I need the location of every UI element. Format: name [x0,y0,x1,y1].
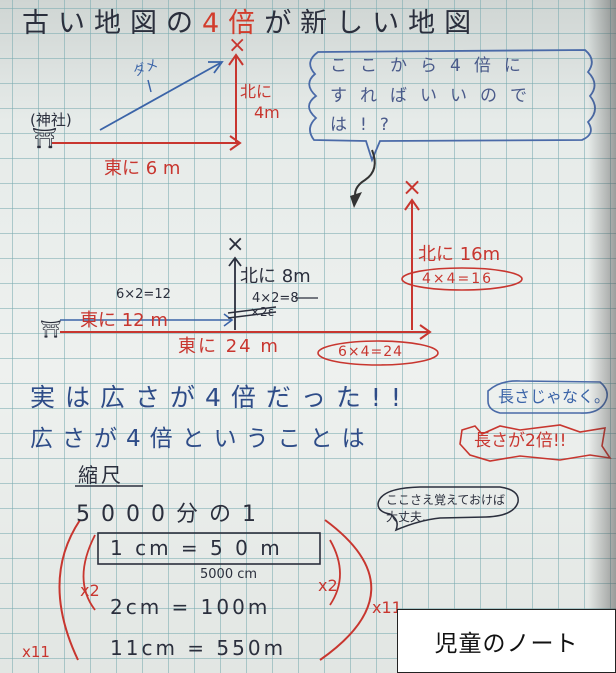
east-24-label: 東に 24 m [178,336,280,357]
shrine-label: (神社) [30,111,72,129]
old-target-mark: × [228,33,247,58]
old-north-label: 北に [240,82,273,101]
diagonal-arrow [99,61,223,131]
old-east-arrowhead [229,135,242,151]
strike-line-1 [227,306,277,314]
strike-line-2 [227,311,277,319]
conclusion-line-2: 広さが4倍ということは [30,426,374,452]
speech-bubble [308,49,596,163]
north-8-calc: 4×2=8 [252,291,299,306]
caption-text: 児童のノート [434,631,579,657]
shrine-icon: ⛩ [32,126,58,150]
right-bracket-outer [319,519,373,661]
bubble-line-3: は!? [330,115,402,135]
right-bracket-inner [329,539,341,606]
curly-arrow [354,149,376,201]
circle-24 [317,340,439,366]
new-shrine-icon: ⛩ [40,320,62,340]
x2-right: x2 [318,576,338,595]
conclusion-line-1: 実は広さが4倍だった!! [30,383,411,412]
north-8-arrowhead [228,256,242,267]
diagonal-arrowhead [208,61,224,74]
note-bubble-2 [459,424,612,462]
page-title: 古い地図の4倍が新しい地図 [22,8,481,39]
scale-row-2: 2cm = 100m [110,595,271,619]
memo-bubble [377,486,519,532]
x11-right: x11 [372,598,402,617]
left-bracket-outer [58,519,81,661]
memo-text: ここさえ覚えておけば大丈夫. [386,493,506,524]
scale-heading: 縮尺 [78,463,124,487]
east-12-arrowhead [223,313,234,327]
conclusion-note-2: 長さが2倍!! [474,431,567,451]
east-24-calc: 6×4=24 [338,344,404,360]
new-east-arrowhead [419,324,432,340]
scale-row-3: 11cm = 550m [110,636,287,660]
note-bubble-1 [487,380,608,414]
diagonal-pointer [147,79,152,93]
scale-ratio: 5000分の1 [76,502,267,527]
north-8-struck: ×2ε [250,305,275,319]
scale-box [97,532,321,565]
north-16-arrowhead [404,198,420,211]
bubble-line-2: すればいいので [330,86,540,106]
old-north-value: 4m [254,103,280,122]
scale-row-1: 1 cm = 5 0 m [110,536,283,560]
scale-row-1-sub: 5000 cm [200,567,258,582]
north-8-label: 北に 8m [240,266,311,287]
mid-target-mark: × [226,232,245,257]
caption-box: 児童のノート [397,609,616,673]
x2-left: x2 [80,581,100,600]
bubble-line-1: ここから4倍に [330,56,534,76]
circle-16 [401,267,523,291]
old-east-label: 東に 6 m [104,158,181,179]
north-16-calc: 4×4=16 [422,271,494,287]
old-north-arrowhead [228,53,244,66]
page-edge-shadow [588,0,616,673]
east-12-label: 東に 12 m [80,310,168,331]
left-bracket-inner [82,534,96,611]
curly-arrowhead [350,192,362,208]
x11-left: x11 [22,643,50,661]
conclusion-note-1: 長さじゃなく。 [498,387,611,406]
east-12-calc: 6×2=12 [116,287,171,302]
north-16-label: 北に 16m [418,244,501,265]
right-target-mark: × [402,173,423,201]
